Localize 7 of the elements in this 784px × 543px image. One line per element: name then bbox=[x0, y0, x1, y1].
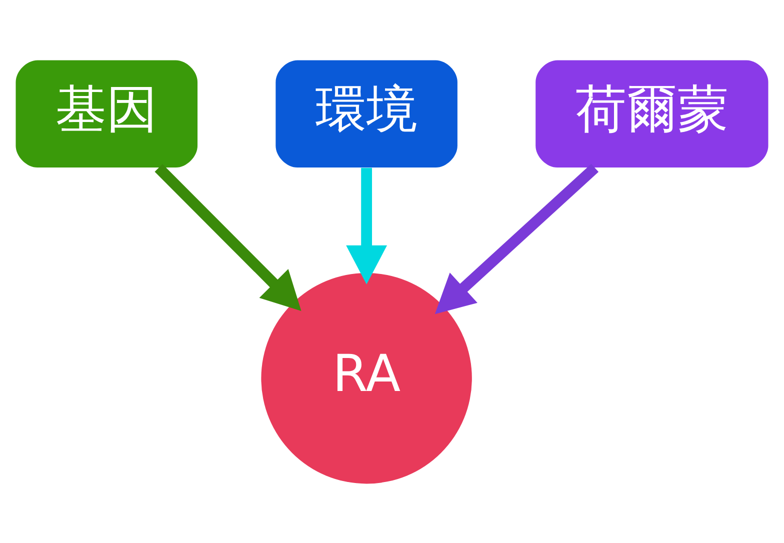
node-box: 基因 bbox=[16, 60, 198, 167]
node-circle: RA bbox=[261, 272, 472, 484]
arrow bbox=[154, 164, 302, 311]
node-box: 荷爾蒙 bbox=[536, 60, 768, 167]
arrow bbox=[346, 167, 388, 284]
arrow bbox=[434, 163, 599, 314]
node-box: 環境 bbox=[276, 60, 458, 167]
